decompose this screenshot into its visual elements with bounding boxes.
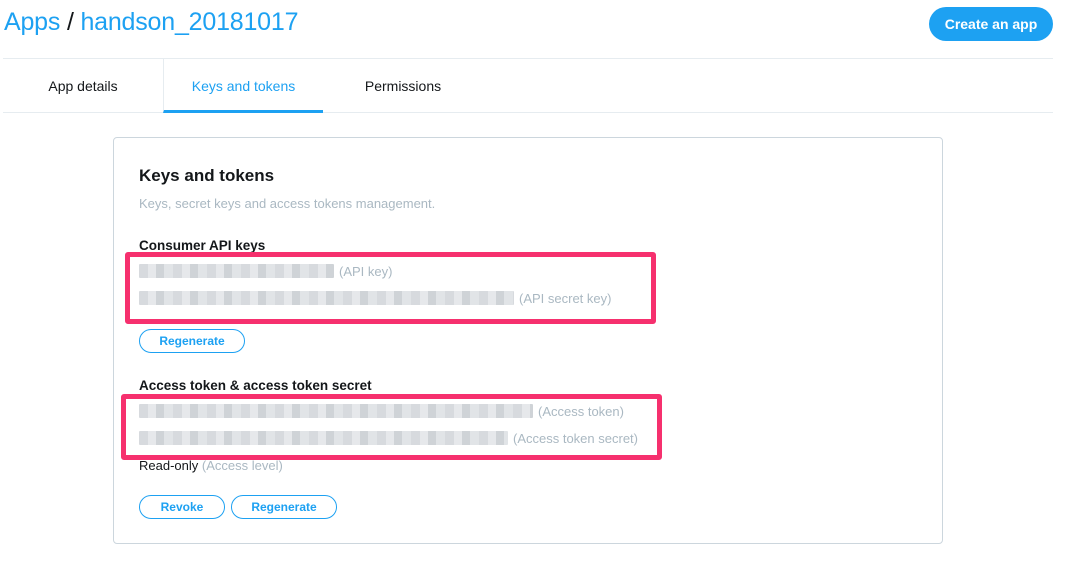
card-title: Keys and tokens — [139, 166, 275, 185]
access-secret-label: (Access token secret) — [513, 430, 638, 446]
tab-keys-and-tokens[interactable]: Keys and tokens — [163, 59, 323, 113]
create-app-button[interactable]: Create an app — [929, 7, 1053, 41]
api-key-row: (API key) — [139, 263, 392, 279]
breadcrumb-apps-link[interactable]: Apps — [4, 8, 61, 36]
tab-app-details[interactable]: App details — [48, 78, 118, 94]
regenerate-consumer-keys-button[interactable]: Regenerate — [139, 329, 245, 353]
access-token-highlight — [121, 394, 662, 460]
breadcrumb-separator: / — [66, 8, 74, 36]
page-header: Apps / handson_20181017 Create an app — [0, 0, 1071, 60]
card-subtitle: Keys, secret keys and access tokens mana… — [139, 196, 436, 211]
access-token-title: Access token & access token secret — [139, 378, 372, 393]
api-secret-value-redacted — [139, 291, 514, 305]
access-token-label: (Access token) — [538, 403, 624, 419]
api-key-label: (API key) — [339, 263, 393, 279]
access-token-row: (Access token) — [139, 403, 624, 419]
access-secret-value-redacted — [139, 431, 508, 445]
regenerate-access-token-button[interactable]: Regenerate — [231, 495, 337, 519]
breadcrumb: Apps / handson_20181017 — [4, 8, 298, 37]
api-secret-row: (API secret key) — [139, 290, 611, 306]
consumer-keys-title: Consumer API keys — [139, 238, 266, 253]
tab-permissions[interactable]: Permissions — [364, 78, 442, 94]
api-secret-label: (API secret key) — [519, 290, 612, 306]
tab-bar: App details Keys and tokens Permissions — [3, 58, 1053, 113]
api-key-value-redacted — [139, 264, 334, 278]
revoke-access-token-button[interactable]: Revoke — [139, 495, 225, 519]
breadcrumb-app-name[interactable]: handson_20181017 — [80, 8, 299, 36]
access-level: Read-only (Access level) — [139, 458, 283, 473]
access-level-value: Read-only — [139, 458, 199, 473]
access-token-value-redacted — [139, 404, 533, 418]
keys-tokens-card: Keys and tokens Keys, secret keys and ac… — [113, 137, 943, 544]
access-secret-row: (Access token secret) — [139, 430, 638, 446]
consumer-keys-highlight — [125, 252, 656, 324]
access-level-label: (Access level) — [201, 458, 283, 473]
